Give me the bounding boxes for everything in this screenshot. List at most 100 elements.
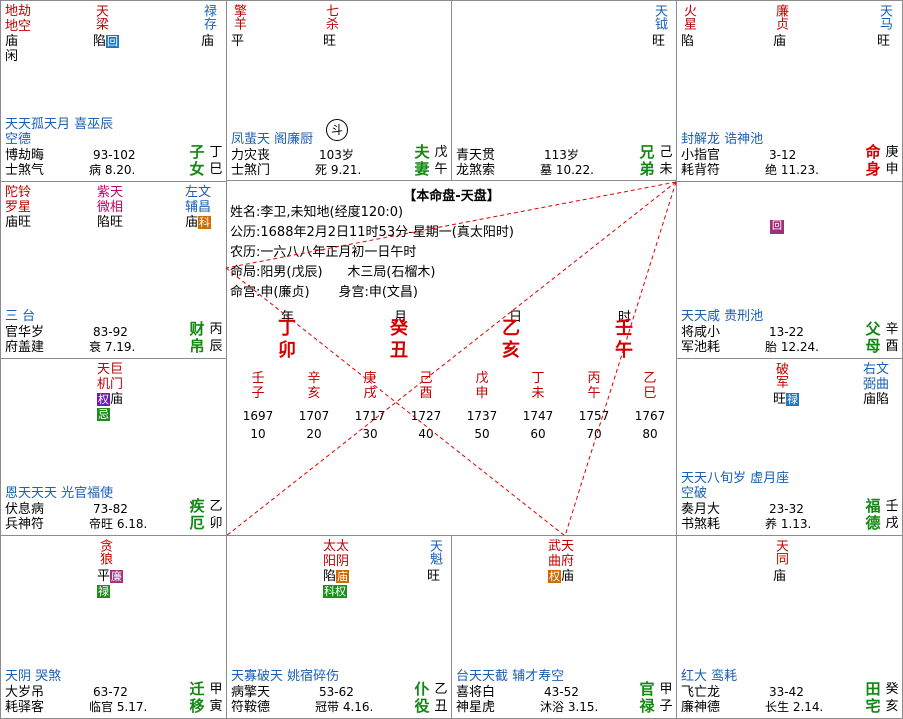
minor-stars: 天寡破天 姚宿碎伤 [231,669,340,684]
palace-name: 夫妻 [414,143,430,178]
dayun-age: 60 [530,427,546,441]
self-transform-marker: 回 [770,220,784,234]
palace-cell-shen[interactable]: 火星 陷 廉贞 庙 天马 旺 封解龙 诰神池 小指官耗背符 3-12 绝 11.… [676,0,903,182]
dayun-pillar: 丁未 [531,371,545,401]
star-brightness: 禄 [97,584,137,599]
palace-cell-yin[interactable]: 贪狼 平廉 禄 天阴 哭煞 大岁吊耗驿客 63-72 临官 5.17. 迁移 甲… [0,535,227,719]
god-stars: 将咸小军池耗 [681,325,721,355]
star-brightness: 庙 [201,34,215,49]
star-group-left: 陀铃 罗星 庙旺 [5,185,45,230]
star-brightness: 旺 [652,34,666,49]
star-group-left: 擎羊 平 [231,4,257,49]
minor-stars: 天阴 哭煞 [5,669,62,684]
star-name: 武天 [548,539,575,554]
star-name: 阳阴 [323,554,350,569]
life-phase: 死 9.21. [315,163,362,177]
person-name: 姓名:李卫,未知地(经度120:0) [230,205,404,220]
dayun-pillar: 己酉 [419,371,433,401]
solar-date: 公历:1688年2月2日11时53分-星期一(真太阳时) [230,225,514,240]
minor-stars: 台天天截 辅才寿空 [456,669,565,684]
star-name: 陀铃 [5,185,32,200]
pillar-month: 癸丑 [390,318,408,361]
star-brightness: 陷回 [93,34,120,49]
star-group-right: 右文 弼曲 庙陷 [863,362,902,407]
dayun-year: 1747 [522,409,554,423]
dayun-age: 40 [418,427,434,441]
dayun-age: 10 [250,427,266,441]
star-name: 天巨 [97,362,124,377]
decade-age-range: 13-22 [769,325,804,339]
palace-cell-you[interactable]: 回 天天咸 贵刑池 将咸小军池耗 13-22 胎 12.24. 父母 辛酉 [676,181,903,359]
decade-age-range: 33-42 [769,685,804,699]
palace-cell-chen[interactable]: 陀铃 罗星 庙旺 紫天 微相 陷旺 左文 辅昌 庙科 三 台 官华岁府盖建 83… [0,181,227,359]
star-name: 禄存 [201,4,216,30]
palace-cell-wei[interactable]: 天钺 旺 青天贯龙煞索 113岁 墓 10.22. 兄弟 己未 [451,0,677,182]
god-stars: 喜将白神星虎 [456,685,496,715]
palace-cell-si[interactable]: 地劫 地空 庙闲 天梁 陷回 禄存 庙 天天孤天月 喜巫辰空德 博劫晦士煞气 9… [0,0,227,182]
stem-branch: 丙辰 [209,322,223,354]
palace-name: 子女 [189,143,205,178]
star-group-right: 天马 旺 [877,4,902,49]
star-area: 破军 旺禄 右文 弼曲 庙陷 [681,362,898,422]
decade-age-range: 53-62 [319,685,354,699]
stem-branch: 癸亥 [885,682,899,714]
star-brightness: 平廉 [97,569,124,584]
palace-name: 福德 [865,497,881,532]
star-group-mid: 七杀 旺 [323,4,349,49]
dayun-pillar: 辛亥 [307,371,321,401]
star-brightness: 庙陷 [863,392,890,407]
transform-badge: 回 [106,35,120,48]
god-stars: 青天贯龙煞索 [456,148,496,178]
palace-name: 田宅 [865,680,881,715]
decade-age-range: 73-82 [93,502,128,516]
minor-stars: 凤蜚天 阁廉厨 [231,132,314,147]
dayun-age: 80 [642,427,658,441]
transform-badge: 科 [198,216,212,229]
god-stars: 病擎天符鞍德 [231,685,271,715]
life-phase: 胎 12.24. [765,340,819,354]
star-group-mid: 紫天 微相 陷旺 [97,185,137,230]
palace-cell-xu[interactable]: 破军 旺禄 右文 弼曲 庙陷 天天八旬岁 虚月座空破 奏月大书煞耗 23-32 … [676,358,903,536]
star-brightness: 陷 [681,34,695,49]
palace-name: 疾厄 [189,497,205,532]
god-stars: 官华岁府盖建 [5,325,45,355]
palace-cell-mao[interactable]: 天巨 机门 权庙 忌 恩天天天 光官福使 伏息病兵神符 73-82 帝旺 6.1… [0,358,227,536]
star-name: 擎羊 [231,4,246,30]
minor-stars: 天天咸 贵刑池 [681,309,764,324]
star-brightness: 旺 [877,34,891,49]
star-brightness: 忌 [97,407,137,422]
life-phase: 临官 5.17. [89,700,148,714]
star-area: 天同 庙 [681,539,898,599]
star-group-mid: 天巨 机门 权庙 忌 [97,362,137,422]
dayun-age: 20 [306,427,322,441]
minor-stars: 三 台 [5,309,36,324]
star-group-mid: 廉贞 庙 [773,4,799,49]
palace-cell-wu[interactable]: 擎羊 平 七杀 旺 斗 凤蜚天 阁廉厨 力灾丧士煞门 103岁 死 9.21. … [226,0,452,182]
palace-cell-hai[interactable]: 天同 庙 红大 鸾耗 飞亡龙廉神德 33-42 长生 2.14. 田宅 癸亥 [676,535,903,719]
minor-stars: 天天孤天月 喜巫辰空德 [5,117,114,147]
lunar-date: 农历:一六八八年正月初一日午时 [230,245,417,260]
god-stars: 奏月大书煞耗 [681,502,721,532]
palace-cell-chou[interactable]: 太太 阳阴 陷庙 科权 天魁 旺 天寡破天 姚宿碎伤 病擎天符鞍德 53-62 … [226,535,452,719]
star-name: 天马 [877,4,892,30]
stem-branch: 己未 [659,145,673,177]
star-area: 擎羊 平 七杀 旺 [231,4,447,64]
star-brightness: 旺 [323,34,337,49]
star-area: 武天 曲府 权庙 [456,539,672,599]
stem-branch: 壬戌 [885,499,899,531]
pillar-hour: 壬午 [615,318,633,361]
palace-cell-zi[interactable]: 武天 曲府 权庙 台天天截 辅才寿空 喜将白神星虎 43-52 沐浴 3.15.… [451,535,677,719]
star-brightness: 庙旺 [5,215,32,230]
life-phase: 绝 11.23. [765,163,819,177]
stem-branch: 乙丑 [434,682,448,714]
star-group-mid: 破军 旺禄 [773,362,813,407]
star-name: 机门 [97,377,124,392]
palace-name: 财帛 [189,320,205,355]
life-phase: 病 8.20. [89,163,136,177]
transform-badge: 科权 [323,585,347,598]
star-group-mid: 天同 庙 [773,539,813,584]
star-area: 陀铃 罗星 庙旺 紫天 微相 陷旺 左文 辅昌 庙科 [5,185,222,245]
star-name: 七杀 [323,4,338,30]
star-name: 弼曲 [863,377,890,392]
dayun-age: 30 [362,427,378,441]
